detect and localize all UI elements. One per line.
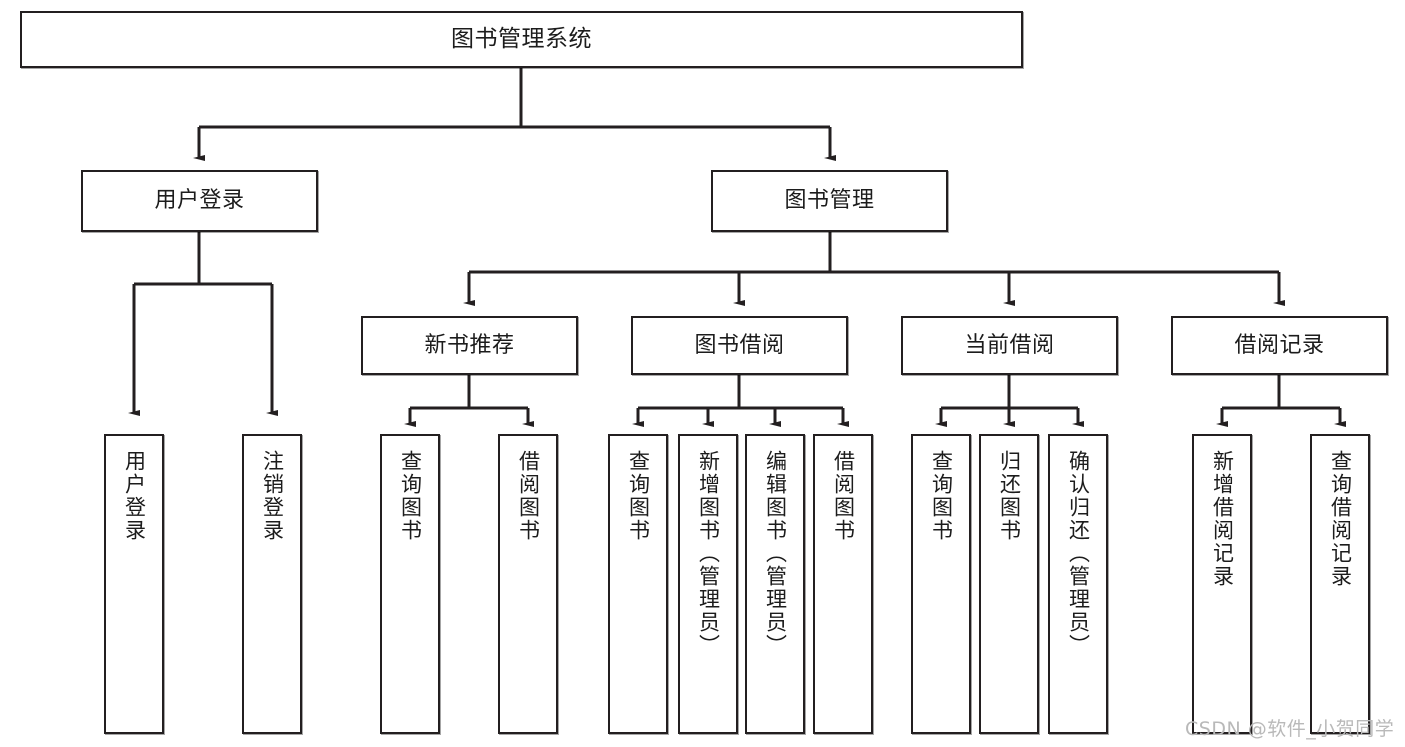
- leaf-book-borrow-edit[interactable]: 编辑图书（管理员）: [745, 434, 805, 734]
- leaf-label: 查询图书: [626, 450, 651, 542]
- leaf-current-borrow-query[interactable]: 查询图书: [911, 434, 971, 734]
- leaf-new-book-query[interactable]: 查询图书: [380, 434, 440, 734]
- node-label: 当前借阅: [964, 332, 1055, 358]
- node-borrowing-records[interactable]: 借阅记录: [1171, 316, 1388, 375]
- node-label: 图书借阅: [694, 332, 785, 358]
- leaf-current-borrow-confirm-return[interactable]: 确认归还（管理员）: [1048, 434, 1108, 734]
- leaf-label: 查询图书: [398, 450, 423, 542]
- node-book-management[interactable]: 图书管理: [711, 170, 948, 232]
- leaf-label: 查询借阅记录: [1328, 450, 1353, 588]
- leaf-book-borrow-add[interactable]: 新增图书（管理员）: [678, 434, 738, 734]
- leaf-book-borrow-borrow[interactable]: 借阅图书: [813, 434, 873, 734]
- node-book-borrowing[interactable]: 图书借阅: [631, 316, 848, 375]
- node-new-book-recommendation[interactable]: 新书推荐: [361, 316, 578, 375]
- leaf-label: 确认归还（管理员）: [1066, 450, 1091, 657]
- leaf-label: 归还图书: [997, 450, 1022, 542]
- watermark: CSDN @软件_小贺同学: [1185, 718, 1395, 740]
- leaf-label: 查询图书: [929, 450, 954, 542]
- leaf-label: 借阅图书: [831, 450, 856, 542]
- node-user-login[interactable]: 用户登录: [81, 170, 318, 232]
- node-label: 借阅记录: [1234, 332, 1325, 358]
- leaf-book-borrow-query[interactable]: 查询图书: [608, 434, 668, 734]
- leaf-label: 新增图书（管理员）: [696, 450, 721, 657]
- leaf-label: 注销登录: [260, 450, 285, 542]
- leaf-borrow-record-add[interactable]: 新增借阅记录: [1192, 434, 1252, 734]
- node-label: 图书管理: [784, 188, 875, 214]
- leaf-borrow-record-query[interactable]: 查询借阅记录: [1310, 434, 1370, 734]
- node-label: 图书管理系统: [451, 26, 592, 53]
- leaf-current-borrow-return[interactable]: 归还图书: [979, 434, 1039, 734]
- leaf-new-book-borrow[interactable]: 借阅图书: [498, 434, 558, 734]
- leaf-user-login-signin[interactable]: 用户登录: [104, 434, 164, 734]
- node-label: 新书推荐: [424, 332, 515, 358]
- leaf-label: 借阅图书: [516, 450, 541, 542]
- leaf-label: 用户登录: [122, 450, 147, 542]
- node-current-borrowing[interactable]: 当前借阅: [901, 316, 1118, 375]
- leaf-label: 新增借阅记录: [1210, 450, 1235, 588]
- leaf-label: 编辑图书（管理员）: [763, 450, 788, 657]
- node-root-book-management-system[interactable]: 图书管理系统: [20, 11, 1023, 68]
- leaf-user-login-signout[interactable]: 注销登录: [242, 434, 302, 734]
- node-label: 用户登录: [154, 188, 245, 214]
